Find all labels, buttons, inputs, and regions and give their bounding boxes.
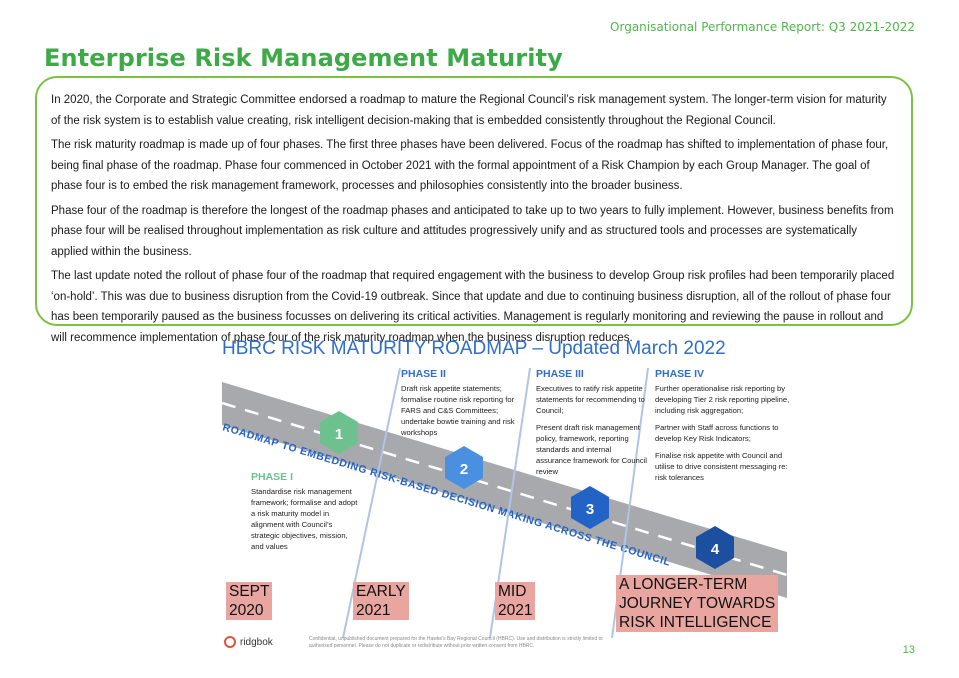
phase-2-text: Draft risk appetite statements; formalis… xyxy=(401,384,515,437)
phase-2-title: PHASE II xyxy=(401,368,446,380)
date-line: 2021 xyxy=(498,602,533,619)
phase-1-text: Standardise risk management framework; f… xyxy=(251,487,358,551)
intro-text-box: In 2020, the Corporate and Strategic Com… xyxy=(35,76,913,344)
intro-paragraph: The last update noted the rollout of pha… xyxy=(51,270,895,344)
logo-icon xyxy=(224,636,236,648)
phase-1-title: PHASE I xyxy=(251,471,294,483)
phase-marker-1-label: 1 xyxy=(335,426,343,443)
date-label-mid-2021: MID 2021 xyxy=(495,582,536,620)
phase-marker-2-label: 2 xyxy=(460,461,468,478)
phase-marker-2: 2 xyxy=(445,446,483,489)
phase-4-description: PHASE IV Further operationalise risk rep… xyxy=(655,368,790,483)
roadmap-title: HBRC RISK MATURITY ROADMAP – Updated Mar… xyxy=(222,338,726,359)
date-line: 2020 xyxy=(229,602,264,619)
phase-2-description: PHASE II Draft risk appetite statements;… xyxy=(401,368,519,438)
phase-3-text: Executives to ratify risk appetite state… xyxy=(536,384,645,415)
ridgbok-logo: ridgbok xyxy=(224,636,273,648)
page-title: Enterprise Risk Management Maturity xyxy=(44,44,563,72)
date-label-longer-term: A LONGER-TERM JOURNEY TOWARDS RISK INTEL… xyxy=(616,575,779,632)
date-line: SEPT xyxy=(229,583,270,600)
intro-paragraph: The risk maturity roadmap is made up of … xyxy=(51,139,889,192)
date-line: MID xyxy=(498,583,527,600)
phase-marker-4-label: 4 xyxy=(711,541,720,558)
logo-text: ridgbok xyxy=(240,636,273,648)
phase-marker-3: 3 xyxy=(571,486,609,529)
date-line: RISK INTELLIGENCE xyxy=(619,614,772,631)
phase-marker-4: 4 xyxy=(696,526,734,569)
date-label-sept-2020: SEPT 2020 xyxy=(226,582,273,620)
date-line: JOURNEY TOWARDS xyxy=(619,595,776,612)
confidentiality-note: Confidential, unpublished document prepa… xyxy=(309,636,603,649)
phase-1-description: PHASE I Standardise risk management fram… xyxy=(251,471,359,552)
phase-3-text: Present draft risk management policy, fr… xyxy=(536,423,647,476)
phase-marker-1: 1 xyxy=(320,411,358,454)
phase-3-title: PHASE III xyxy=(536,368,584,380)
report-header: Organisational Performance Report: Q3 20… xyxy=(610,20,915,34)
phase-4-title: PHASE IV xyxy=(655,368,705,380)
date-line: EARLY xyxy=(356,583,406,600)
phase-marker-3-label: 3 xyxy=(586,501,594,518)
date-label-early-2021: EARLY 2021 xyxy=(353,582,409,620)
intro-paragraph: Phase four of the roadmap is therefore t… xyxy=(51,204,894,258)
date-line: A LONGER-TERM xyxy=(619,576,748,593)
phase-3-description: PHASE III Executives to ratify risk appe… xyxy=(536,368,648,477)
phase-4-text: Partner with Staff across functions to d… xyxy=(655,423,779,443)
page-number: 13 xyxy=(902,644,915,656)
phase-4-text: Further operationalise risk reporting by… xyxy=(655,384,790,415)
intro-paragraph: In 2020, the Corporate and Strategic Com… xyxy=(51,94,887,127)
date-line: 2021 xyxy=(356,602,391,619)
phase-4-text: Finalise risk appetite with Council and … xyxy=(655,451,788,482)
